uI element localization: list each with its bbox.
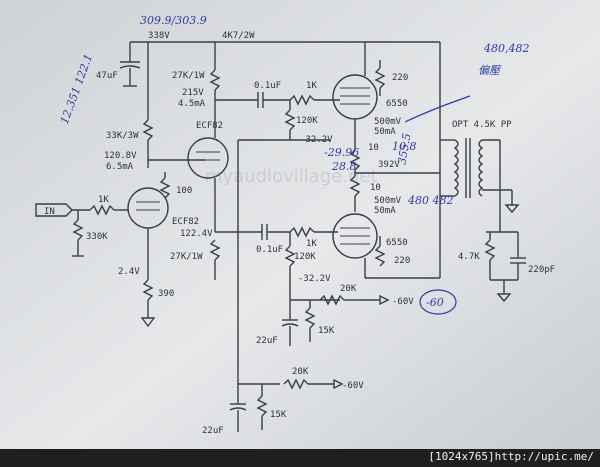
label-120k-bottom: 120K — [294, 252, 316, 262]
watermark-text: myaudiovillage.net — [205, 166, 378, 187]
label-2-4v: 2.4V — [118, 267, 140, 277]
label-6550-bottom: 6550 — [386, 238, 408, 248]
label-122-4v: 122.4V — [180, 229, 213, 239]
tube-6550-top — [332, 60, 381, 140]
footer-text: [1024x765]http://upic.me/ — [428, 450, 594, 463]
label-392v: 392V — [378, 160, 400, 170]
label-15k-2: 15K — [270, 410, 287, 420]
tube-ecf82-bottom — [127, 187, 169, 272]
label-22uf-1: 22uF — [256, 336, 278, 346]
resistor-27k-top — [209, 62, 221, 100]
note-right: 355.5 — [395, 132, 413, 165]
label-6-5ma: 6.5mA — [106, 162, 134, 172]
note-bias-cn: 偏壓 — [478, 64, 502, 77]
note-mid2: 28.8 — [331, 160, 357, 173]
label-27k-top: 27K/1W — [172, 71, 205, 81]
label-4k7: 4K7/2W — [222, 31, 255, 41]
label-215v: 215V — [182, 88, 204, 98]
label-neg60-2: -60V — [342, 381, 364, 391]
label-22uf-2: 22uF — [202, 426, 224, 436]
output-transformer — [440, 138, 520, 232]
label-neg32-top: -32.2V — [300, 135, 333, 145]
note-circle — [419, 289, 457, 315]
capacitor-0-1uf-top — [215, 92, 290, 108]
bias-network-2 — [229, 139, 344, 432]
label-15k-1: 15K — [318, 326, 335, 336]
label-500mv-bot: 500mV — [374, 196, 402, 206]
label-390: 390 — [158, 289, 174, 299]
label-220pf: 220pF — [528, 265, 555, 275]
label-500mv-top: 500mV — [374, 117, 402, 127]
label-120k-top: 120K — [296, 116, 318, 126]
note-bottom: 480 482 — [407, 194, 454, 207]
label-27k-bottom: 27K/1W — [170, 252, 203, 262]
resistor-1k-top — [289, 94, 340, 106]
label-220-top: 220 — [392, 73, 408, 83]
label-4-7k: 4.7K — [458, 252, 480, 262]
zobel-network — [484, 231, 526, 303]
label-33k: 33K/3W — [106, 131, 139, 141]
label-10-bot: 10 — [370, 183, 381, 193]
tube-6550-bottom — [332, 213, 441, 279]
note-right2: 10.8 — [392, 140, 417, 153]
resistor-33k — [142, 62, 205, 168]
bias-network-1 — [281, 294, 390, 346]
resistor-120k-bottom — [284, 232, 296, 300]
label-neg32-bottom: -32.2V — [298, 274, 331, 284]
label-338v: 338V — [148, 31, 170, 41]
label-6550-top: 6550 — [386, 99, 408, 109]
tube-ecf82-top — [187, 100, 229, 232]
label-10-top: 10 — [368, 143, 379, 153]
image-footer: [1024x765]http://upic.me/ — [0, 449, 600, 467]
label-50ma-bot: 50mA — [374, 206, 396, 216]
label-1k-bottom: 1K — [306, 239, 317, 249]
resistor-1k-bottom — [289, 226, 338, 238]
note-mid: -29.96 — [324, 146, 359, 159]
note-minus60: -60 — [426, 296, 444, 309]
resistor-100 — [159, 172, 171, 199]
resistor-390 — [140, 272, 156, 328]
resistor-220-bottom — [374, 236, 386, 267]
note-arrow — [404, 95, 471, 123]
input-connector — [35, 203, 90, 217]
label-20k-2: 20K — [292, 367, 309, 377]
resistor-10-pair — [349, 140, 440, 212]
note-480-482: 480,482 — [483, 42, 530, 55]
resistor-1k-input — [89, 204, 128, 216]
label-in: IN — [44, 207, 55, 217]
resistor-27k-bottom — [209, 239, 221, 280]
label-330k: 330K — [86, 232, 108, 242]
label-50ma-top: 50mA — [374, 127, 396, 137]
label-0-1uf-top: 0.1uF — [254, 81, 281, 91]
label-20k-1: 20K — [340, 284, 357, 294]
resistor-220-top — [374, 67, 386, 96]
label-opt: OPT 4.5K PP — [452, 120, 512, 130]
b-plus-rail — [129, 41, 441, 232]
label-ecf82-bottom: ECF82 — [172, 217, 199, 227]
label-neg60-1: -60V — [392, 297, 414, 307]
resistor-330k — [72, 210, 84, 257]
label-120-8v: 120.8V — [104, 151, 137, 161]
note-top: 309.9/303.9 — [140, 14, 207, 27]
label-ecf82-top: ECF82 — [196, 121, 223, 131]
label-1k-top: 1K — [306, 81, 317, 91]
label-100: 100 — [176, 186, 192, 196]
label-0-1uf-bottom: 0.1uF — [256, 245, 283, 255]
label-4-5ma: 4.5mA — [178, 99, 206, 109]
resistor-120k-top — [284, 100, 330, 141]
label-220-bottom: 220 — [394, 256, 410, 266]
label-1k-input: 1K — [98, 195, 109, 205]
capacitor-47uf — [119, 61, 141, 87]
label-47uf: 47uF — [96, 71, 118, 81]
